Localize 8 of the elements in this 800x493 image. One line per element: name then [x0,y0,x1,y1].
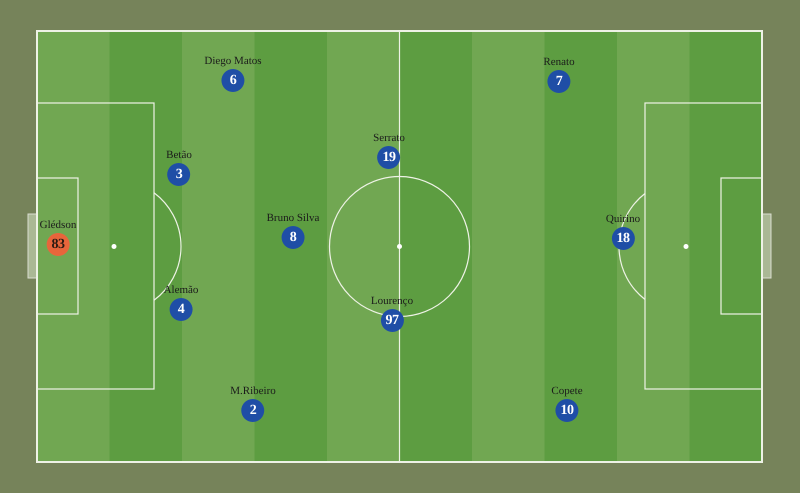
player-name: Bruno Silva [266,212,320,225]
player-name: Glédson [40,219,76,232]
player-name: Renato [543,56,575,69]
player-name: M.Ribeiro [230,385,276,398]
player-name: Diego Matos [204,55,262,68]
player-name: Copete [551,385,583,398]
player-name: Alemão [164,284,198,297]
player-name: Betão [166,149,192,162]
